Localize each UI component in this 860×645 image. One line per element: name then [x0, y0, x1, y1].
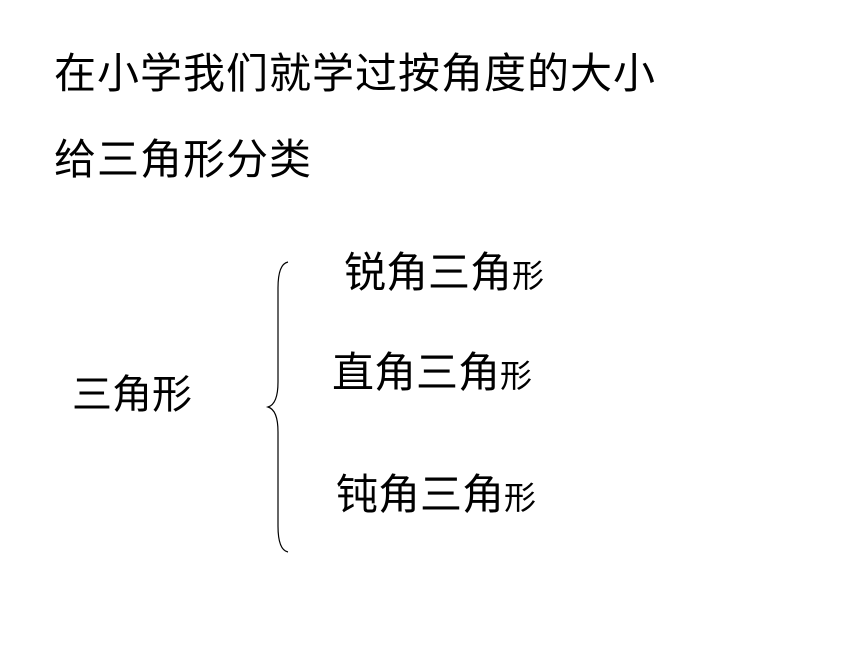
branch-main-text: 直角三角: [332, 348, 501, 397]
classification-root: 三角形: [72, 372, 192, 418]
branch-tail-text: 形: [504, 479, 537, 517]
branch-main-text: 锐角三角: [344, 248, 513, 297]
branch-tail-text: 形: [512, 257, 545, 295]
branch-right-triangle: 直角三角形: [332, 348, 532, 407]
branch-main-text: 钝角三角: [336, 470, 505, 519]
branch-obtuse-triangle: 钝角三角形: [336, 470, 536, 529]
branch-acute-triangle: 锐角三角形: [344, 248, 544, 307]
branch-tail-text: 形: [500, 357, 533, 395]
curly-brace-icon: [265, 261, 289, 553]
heading-line-1: 在小学我们就学过按角度的大小: [54, 49, 657, 98]
heading-line-2: 给三角形分类: [54, 135, 313, 184]
